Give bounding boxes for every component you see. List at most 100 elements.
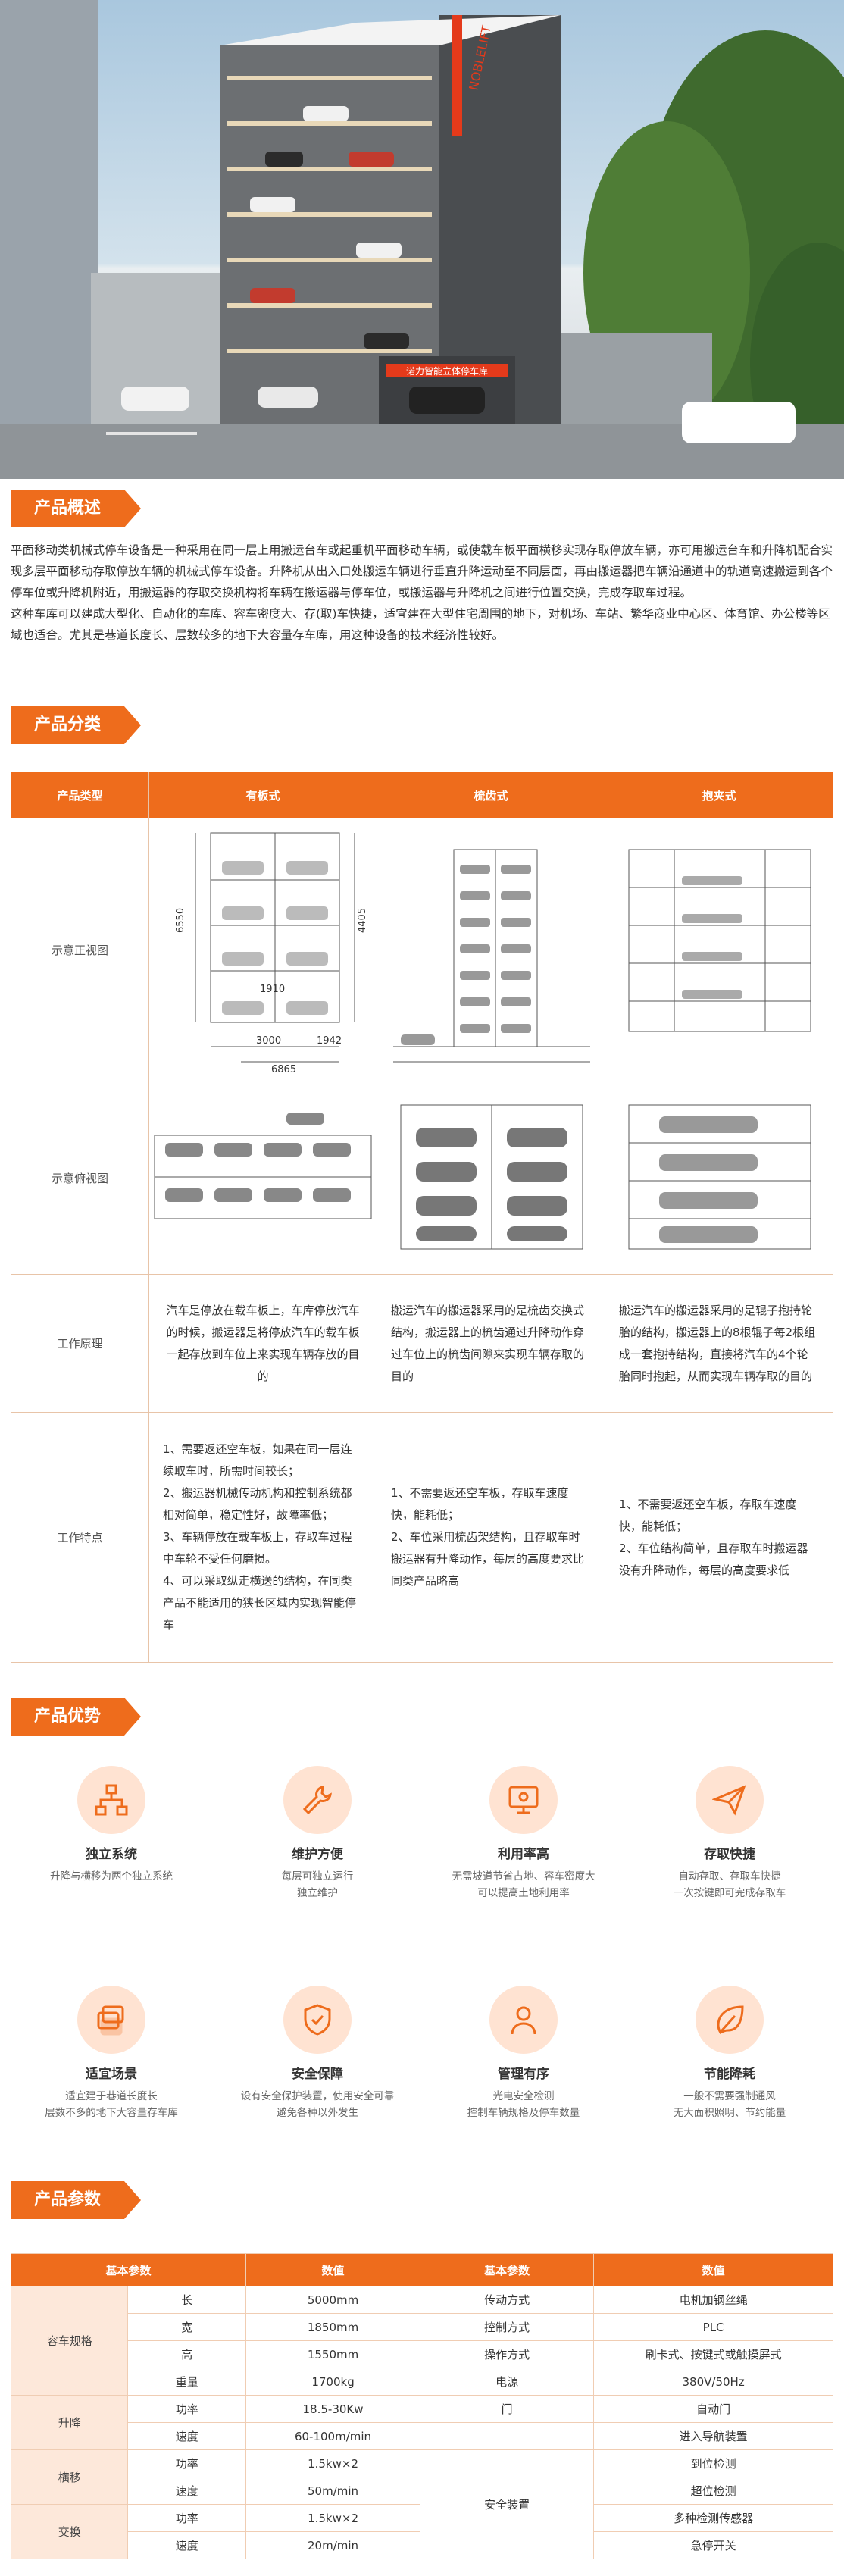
clamp-features: 1、不需要返还空车板，存取车速度快，能耗低； 2、车位结构简单，且存取车时搬运器… (605, 1412, 833, 1663)
svg-text:4405: 4405 (357, 908, 368, 933)
advantage-2: 维护方便每层可独立运行独立维护 (233, 1766, 402, 1901)
params-title: 产品参数 (11, 2181, 141, 2219)
comb-top-drawing (377, 1081, 605, 1275)
param-value: 50m/min (245, 2477, 421, 2505)
clamp-feature-1: 1、不需要返还空车板，存取车速度快，能耗低； (619, 1497, 797, 1533)
param-value: 1850mm (245, 2313, 421, 2341)
wrench-icon (283, 1766, 352, 1834)
advantage-5: 适宜场景适宜建于巷道长度长层数不多的地下大容量存车库 (27, 1986, 195, 2121)
comb-feature-2: 2、车位采用梳齿架结构，且存取车时搬运器有升降动作，每层的高度要求比同类产品略高 (391, 1530, 585, 1588)
clamp-front-drawing (605, 818, 833, 1081)
advantage-desc: 一般不需要强制通风无大面积照明、节约能量 (673, 2090, 786, 2119)
comb-front-drawing (377, 818, 605, 1081)
advantage-title: 安全保障 (292, 2067, 343, 2082)
advantage-3: 利用率高无需坡道节省占地、容车密度大可以提高土地利用率 (439, 1766, 608, 1901)
comb-front-diagram (393, 849, 590, 1063)
send-icon (696, 1766, 764, 1834)
param-header-2: 数值 (245, 2253, 421, 2286)
param-value: 1.5kw×2 (245, 2504, 421, 2532)
classification-table: 产品类型 有板式 梳齿式 抱夹式 示意正视图 (11, 772, 833, 1663)
row-label-front: 示意正视图 (11, 818, 149, 1081)
board-top-diagram (154, 1113, 372, 1219)
col-header-comb: 梳齿式 (377, 772, 605, 818)
param-value-right: 多种检测传感器 (593, 2504, 833, 2532)
parking-tower-illustration: 诺力智能立体停车库 NOBLELIFT (0, 0, 844, 479)
param-value: 5000mm (245, 2286, 421, 2314)
param-name-right: 门 (420, 2395, 595, 2423)
param-name-right: 传动方式 (420, 2286, 595, 2314)
advantage-title: 适宜场景 (86, 2067, 137, 2082)
advantage-title: 存取快捷 (704, 1847, 755, 1862)
param-value-right: PLC (593, 2313, 833, 2341)
param-value-right: 超位检测 (593, 2477, 833, 2505)
param-value-right: 急停开关 (593, 2531, 833, 2559)
param-header-3: 基本参数 (420, 2253, 595, 2286)
advantage-desc: 设有安全保护装置，使用安全可靠避免各种以外发生 (240, 2090, 395, 2119)
param-name: 速度 (127, 2531, 246, 2559)
comb-features: 1、不需要返还空车板，存取车速度快，能耗低； 2、车位采用梳齿架结构，且存取车时… (377, 1412, 605, 1663)
param-name: 速度 (127, 2422, 246, 2450)
param-name-right: 安全装置 (420, 2449, 595, 2559)
board-feature-3: 3、车辆停放在载车板上，存取车过程中车轮不受任何磨损。 (163, 1530, 352, 1566)
param-value-right: 刷卡式、按键式或触摸屏式 (593, 2340, 833, 2368)
advantage-title: 维护方便 (292, 1847, 343, 1862)
param-group: 升降 (10, 2395, 129, 2450)
svg-text:6865: 6865 (271, 1064, 296, 1075)
row-label-top: 示意俯视图 (11, 1081, 149, 1275)
param-value-right: 自动门 (593, 2395, 833, 2423)
board-feature-2: 2、搬运器机械传动机构和控制系统都相对简单，稳定性好，故障率低； (163, 1486, 352, 1522)
param-value: 1700kg (245, 2368, 421, 2396)
param-header-1: 基本参数 (11, 2253, 246, 2286)
col-header-clamp: 抱夹式 (605, 772, 833, 818)
hero-image: 诺力智能立体停车库 NOBLELIFT (0, 0, 844, 479)
overview-text: 平面移动类机械式停车设备是一种采用在同一层上用搬运台车或起重机平面移动车辆，或使… (11, 540, 833, 646)
classification-title: 产品分类 (11, 706, 141, 744)
advantage-title: 节能降耗 (704, 2067, 755, 2082)
board-front-diagram: 6550 4405 1910 3000 6865 1942 (175, 832, 368, 1075)
clamp-feature-2: 2、车位结构简单，且存取车时搬运器没有升降动作，每层的高度要求低 (619, 1541, 808, 1577)
advantage-desc: 无需坡道节省占地、容车密度大可以提高土地利用率 (452, 1870, 595, 1899)
param-name: 宽 (127, 2313, 246, 2341)
advantage-desc: 每层可独立运行独立维护 (281, 1870, 354, 1899)
param-name: 功率 (127, 2504, 246, 2532)
overview-title: 产品概述 (11, 490, 141, 527)
overview-paragraph-2: 这种车库可以建成大型化、自动化的车库、容车密度大、存(取)车快捷，适宜建在大型住… (11, 607, 830, 642)
svg-text:1910: 1910 (260, 984, 285, 995)
monitor-icon (489, 1766, 558, 1834)
comb-top-diagram (400, 1104, 583, 1250)
user-icon (489, 1986, 558, 2054)
param-value-right: 电机加钢丝绳 (593, 2286, 833, 2314)
advantages-title: 产品优势 (11, 1698, 141, 1736)
advantage-title: 利用率高 (498, 1847, 549, 1862)
param-name: 速度 (127, 2477, 246, 2505)
advantage-8: 节能降耗一般不需要强制通风无大面积照明、节约能量 (646, 1986, 814, 2121)
advantage-7: 管理有序光电安全检测控制车辆规格及停车数量 (439, 1986, 608, 2121)
param-name-right: 操作方式 (420, 2340, 595, 2368)
clamp-principle: 搬运汽车的搬运器采用的是辊子抱持轮胎的结构，搬运器上的8根辊子每2根组成一套抱持… (605, 1274, 833, 1413)
board-feature-1: 1、需要返还空车板，如果在同一层连续取车时，所需时间较长； (163, 1442, 352, 1478)
param-name: 功率 (127, 2449, 246, 2477)
comb-feature-1: 1、不需要返还空车板，存取车速度快，能耗低； (391, 1486, 569, 1522)
param-value: 1.5kw×2 (245, 2449, 421, 2477)
shield-icon (283, 1986, 352, 2054)
clamp-front-diagram (628, 849, 811, 1032)
param-value-right: 进入导航装置 (593, 2422, 833, 2450)
advantage-desc: 升降与横移为两个独立系统 (50, 1870, 173, 1883)
param-name: 长 (127, 2286, 246, 2314)
col-header-type: 产品类型 (11, 772, 149, 818)
advantage-desc: 自动存取、存取车快捷一次按键即可完成存取车 (673, 1870, 786, 1899)
board-feature-4: 4、可以采取纵走横送的结构，在同类产品不能适用的狭长区域内实现智能停车 (163, 1574, 357, 1632)
board-front-drawing: 6550 4405 1910 3000 6865 1942 (148, 818, 377, 1081)
overview-paragraph-1: 平面移动类机械式停车设备是一种采用在同一层上用搬运台车或起重机平面移动车辆，或使… (11, 543, 833, 599)
svg-text:3000: 3000 (256, 1035, 281, 1047)
row-label-features: 工作特点 (11, 1412, 149, 1663)
comb-principle: 搬运汽车的搬运器采用的是梳齿交换式结构，搬运器上的梳齿通过升降动作穿过车位上的梳… (377, 1274, 605, 1413)
row-label-principle: 工作原理 (11, 1274, 149, 1413)
param-value-right: 到位检测 (593, 2449, 833, 2477)
col-header-board: 有板式 (148, 772, 377, 818)
board-top-drawing (148, 1081, 377, 1275)
